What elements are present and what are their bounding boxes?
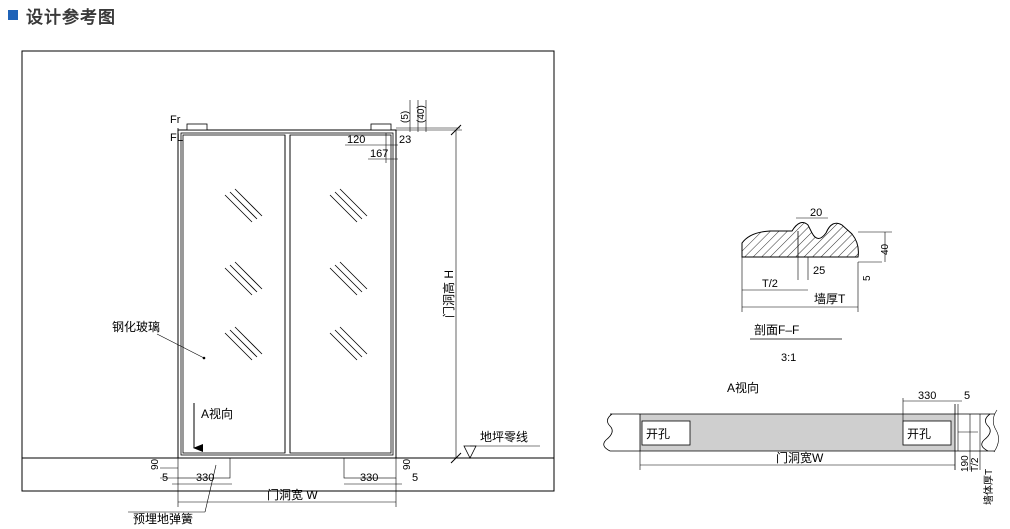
section-dim-25: 25 xyxy=(813,265,825,277)
section-header: 设计参考图 xyxy=(8,3,116,27)
height-label: 门洞高 H xyxy=(441,270,456,318)
plan-dim-190: 190 xyxy=(960,455,971,472)
label-fl: FL xyxy=(170,132,183,144)
door-frame-outer xyxy=(177,129,397,459)
dim-5-left: 5 xyxy=(162,472,168,484)
section-dim-40: 40 xyxy=(880,243,891,255)
elevation-frame xyxy=(21,50,555,492)
section-dim-5: 5 xyxy=(862,275,873,281)
top-pivot-left xyxy=(186,123,208,131)
door-leaf-right xyxy=(289,134,392,454)
dim-120: 120 xyxy=(347,134,365,146)
floor-label: 地坪零线 xyxy=(480,430,528,444)
hole-left-label: 开孔 xyxy=(646,427,670,441)
width-label: 门洞宽 W xyxy=(267,487,318,502)
section-scale: 3:1 xyxy=(781,352,796,364)
section-profile xyxy=(741,222,859,258)
glass-label: 钢化玻璃 xyxy=(112,320,160,334)
spring-label: 预埋地弹簧 xyxy=(133,511,193,526)
plan-dim-t2: T/2 xyxy=(970,457,981,472)
dim-330-right: 330 xyxy=(360,472,378,484)
plan-view-label: A视向 xyxy=(727,380,759,395)
view-a-label: A视向 xyxy=(201,406,233,421)
section-dim-20: 20 xyxy=(810,207,822,219)
dim-90-left: 90 xyxy=(150,458,161,470)
plan-dim-5: 5 xyxy=(964,390,970,402)
dim-5-right: 5 xyxy=(412,472,418,484)
dim-330-left: 330 xyxy=(196,472,214,484)
section-ff: 20 40 5 25 T/2 墙厚T 剖面F–F 3:1 xyxy=(741,207,892,364)
dim-167: 167 xyxy=(370,148,388,160)
section-title: 剖面F–F xyxy=(754,323,799,337)
section-dim-t: 墙厚T xyxy=(814,292,846,306)
label-fr: Fr xyxy=(170,114,181,126)
page-title: 设计参考图 xyxy=(26,7,116,27)
hole-right-label: 开孔 xyxy=(907,427,931,441)
plan-door-band xyxy=(640,414,955,451)
header-bullet-icon xyxy=(8,10,18,20)
plan-view: A视向 开孔 开孔 330 5 门洞宽W 190 T/2 墙体厚T xyxy=(603,380,999,505)
plan-wall-label: 墙体厚T xyxy=(982,469,995,505)
door-frame-inner xyxy=(180,132,394,456)
dim-23: 23 xyxy=(399,134,411,146)
plan-dim-330: 330 xyxy=(918,390,936,402)
dim-40-top: (40) xyxy=(416,105,427,123)
glass-reflection-marks xyxy=(224,188,368,361)
elevation-view: Fr FL (5) (40) 120 167 23 门洞高 H 地坪零线 钢化玻… xyxy=(21,50,555,526)
dim-5-top: (5) xyxy=(400,111,411,123)
section-dim-t2: T/2 xyxy=(762,278,778,290)
dim-90-right: 90 xyxy=(402,458,413,470)
hole-left xyxy=(641,420,691,446)
hole-right xyxy=(902,420,952,446)
top-pivot-right xyxy=(370,123,392,131)
plan-width-label: 门洞宽W xyxy=(776,450,824,465)
door-leaf-left xyxy=(182,134,286,454)
